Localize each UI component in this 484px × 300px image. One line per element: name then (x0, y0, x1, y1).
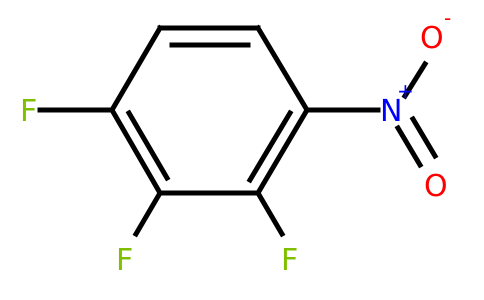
nitrogen-atom: N (380, 94, 402, 129)
oxygen-atom-top: O (420, 21, 444, 56)
bond-c3-c4-inner (246, 109, 294, 184)
bond-n-o-top (401, 60, 429, 100)
bond-c2-c3 (254, 24, 311, 114)
oxygen-charge: - (444, 6, 451, 30)
fluorine-atom-bottom-left: F (116, 243, 133, 278)
bond-c5-c6-inner (125, 109, 171, 182)
nitrogen-charge: + (397, 79, 414, 103)
oxygen-atom-bottom: O (424, 169, 448, 204)
fluorine-atom-left: F (20, 94, 37, 129)
bond-c3-c4 (254, 106, 311, 197)
bonds (37, 24, 439, 238)
bond-c4-f-bottom-right (254, 189, 286, 238)
bond-c5-c6 (108, 106, 164, 197)
bond-c5-f-bottom-left (132, 189, 164, 238)
bond-c6-c1 (108, 24, 164, 114)
fluorine-atom-bottom-right: F (281, 243, 298, 278)
bond-n-o-bottom-b (409, 115, 439, 160)
bond-n-o-bottom-a (394, 124, 424, 169)
